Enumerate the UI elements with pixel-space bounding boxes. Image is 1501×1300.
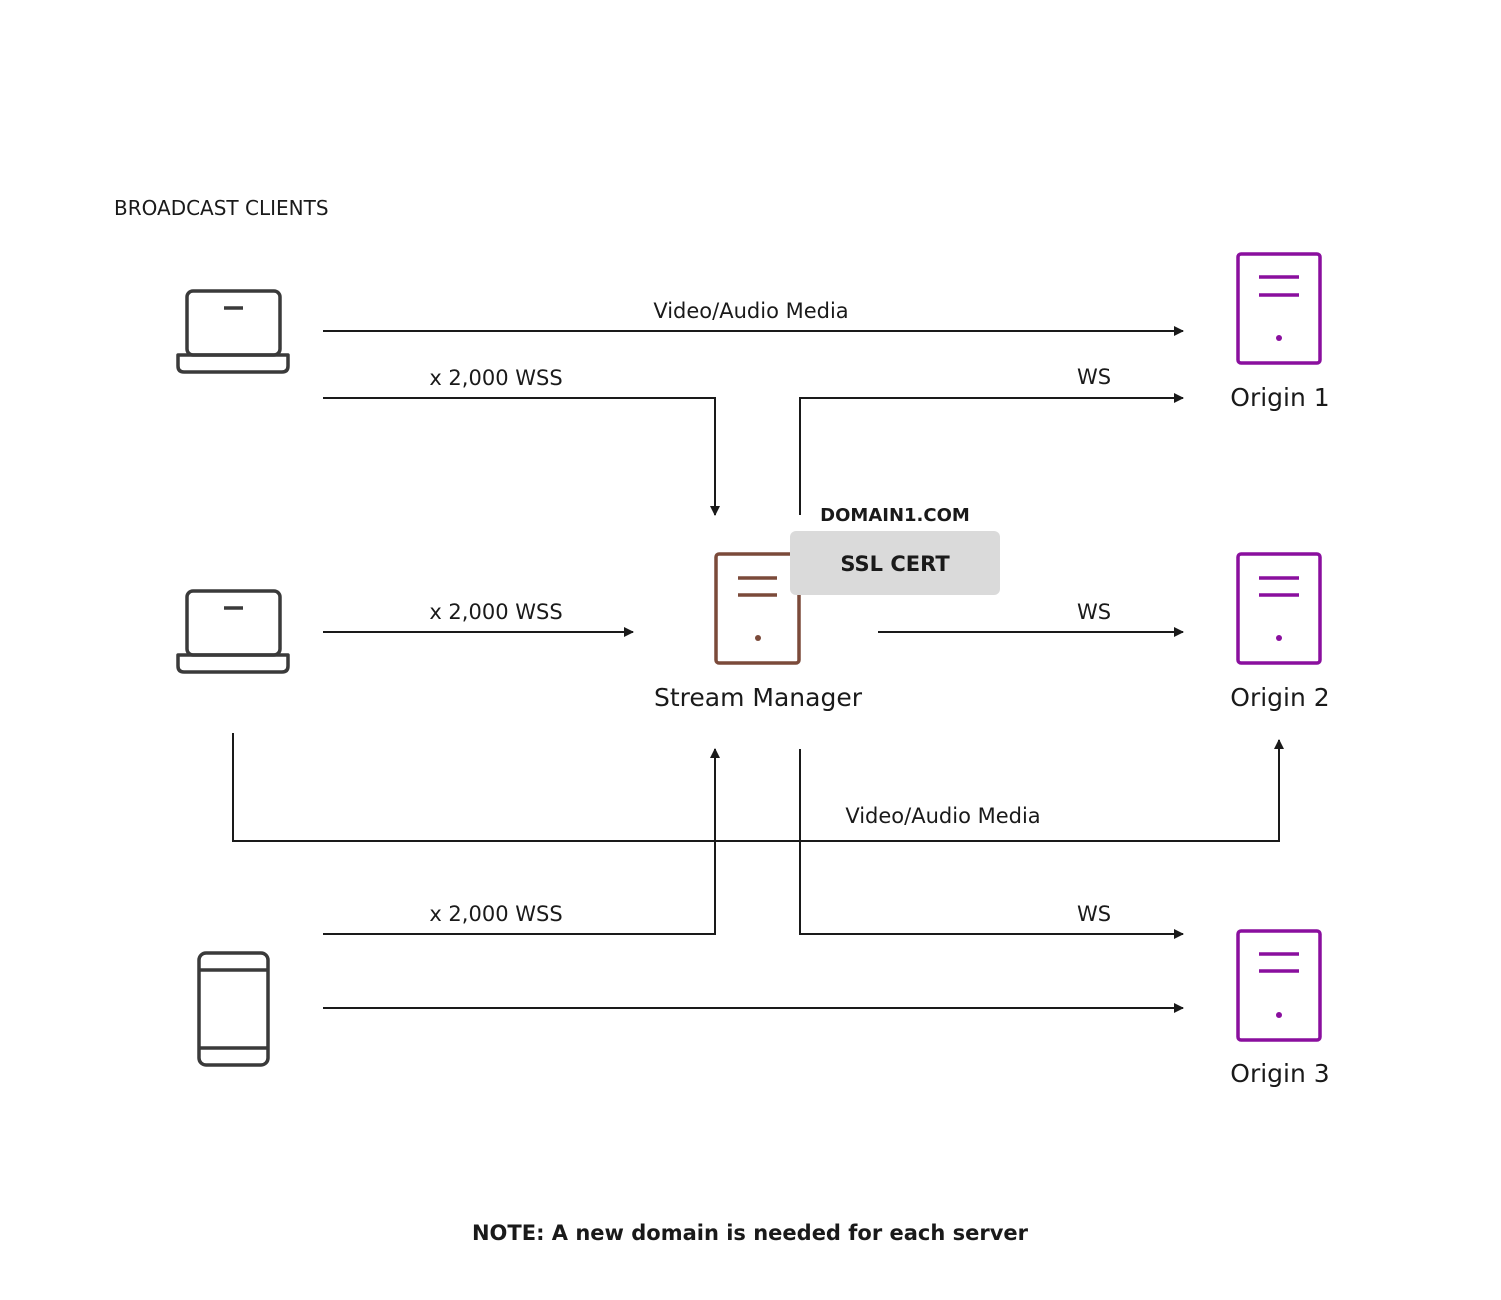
- ssl-cert-box: [790, 531, 1000, 595]
- edge-label-origin3-ws: WS: [1077, 902, 1111, 926]
- edge-client1-stream-manager: [323, 397, 720, 516]
- edge-label-origin1-ws: WS: [1077, 365, 1111, 389]
- edge-label-client2-wss: x 2,000 WSS: [429, 600, 562, 624]
- note-text: NOTE: A new domain is needed for each se…: [472, 1221, 1029, 1245]
- laptop-icon: [176, 589, 290, 674]
- origin-3-label: Origin 3: [1230, 1059, 1329, 1088]
- origin-2-label: Origin 2: [1230, 683, 1329, 712]
- edge-label-client1-media: Video/Audio Media: [653, 299, 848, 323]
- edge-stream-manager-origin1: [799, 393, 1184, 515]
- edge-stream-manager-origin3: [799, 749, 1184, 939]
- edge-label-client3-wss: x 2,000 WSS: [429, 902, 562, 926]
- ssl-cert-label: SSL CERT: [840, 552, 950, 576]
- edge-client3-stream-manager: [323, 748, 720, 935]
- edge-label-origin2-ws: WS: [1077, 600, 1111, 624]
- laptop-icon: [176, 289, 290, 374]
- origin-1-label: Origin 1: [1230, 383, 1329, 412]
- mobile-phone-icon: [197, 951, 270, 1067]
- edge-client2-origin2-media: [232, 733, 1284, 842]
- ssl-domain-label: DOMAIN1.COM: [820, 505, 970, 526]
- server-icon: [1236, 552, 1322, 665]
- server-icon: [714, 552, 801, 665]
- edge-label-client2-media: Video/Audio Media: [845, 804, 1040, 828]
- server-icon: [1236, 252, 1322, 365]
- server-icon: [1236, 929, 1322, 1042]
- broadcast-clients-heading: BROADCAST CLIENTS: [114, 196, 329, 220]
- stream-manager-label: Stream Manager: [654, 683, 863, 712]
- edge-label-client1-wss: x 2,000 WSS: [429, 366, 562, 390]
